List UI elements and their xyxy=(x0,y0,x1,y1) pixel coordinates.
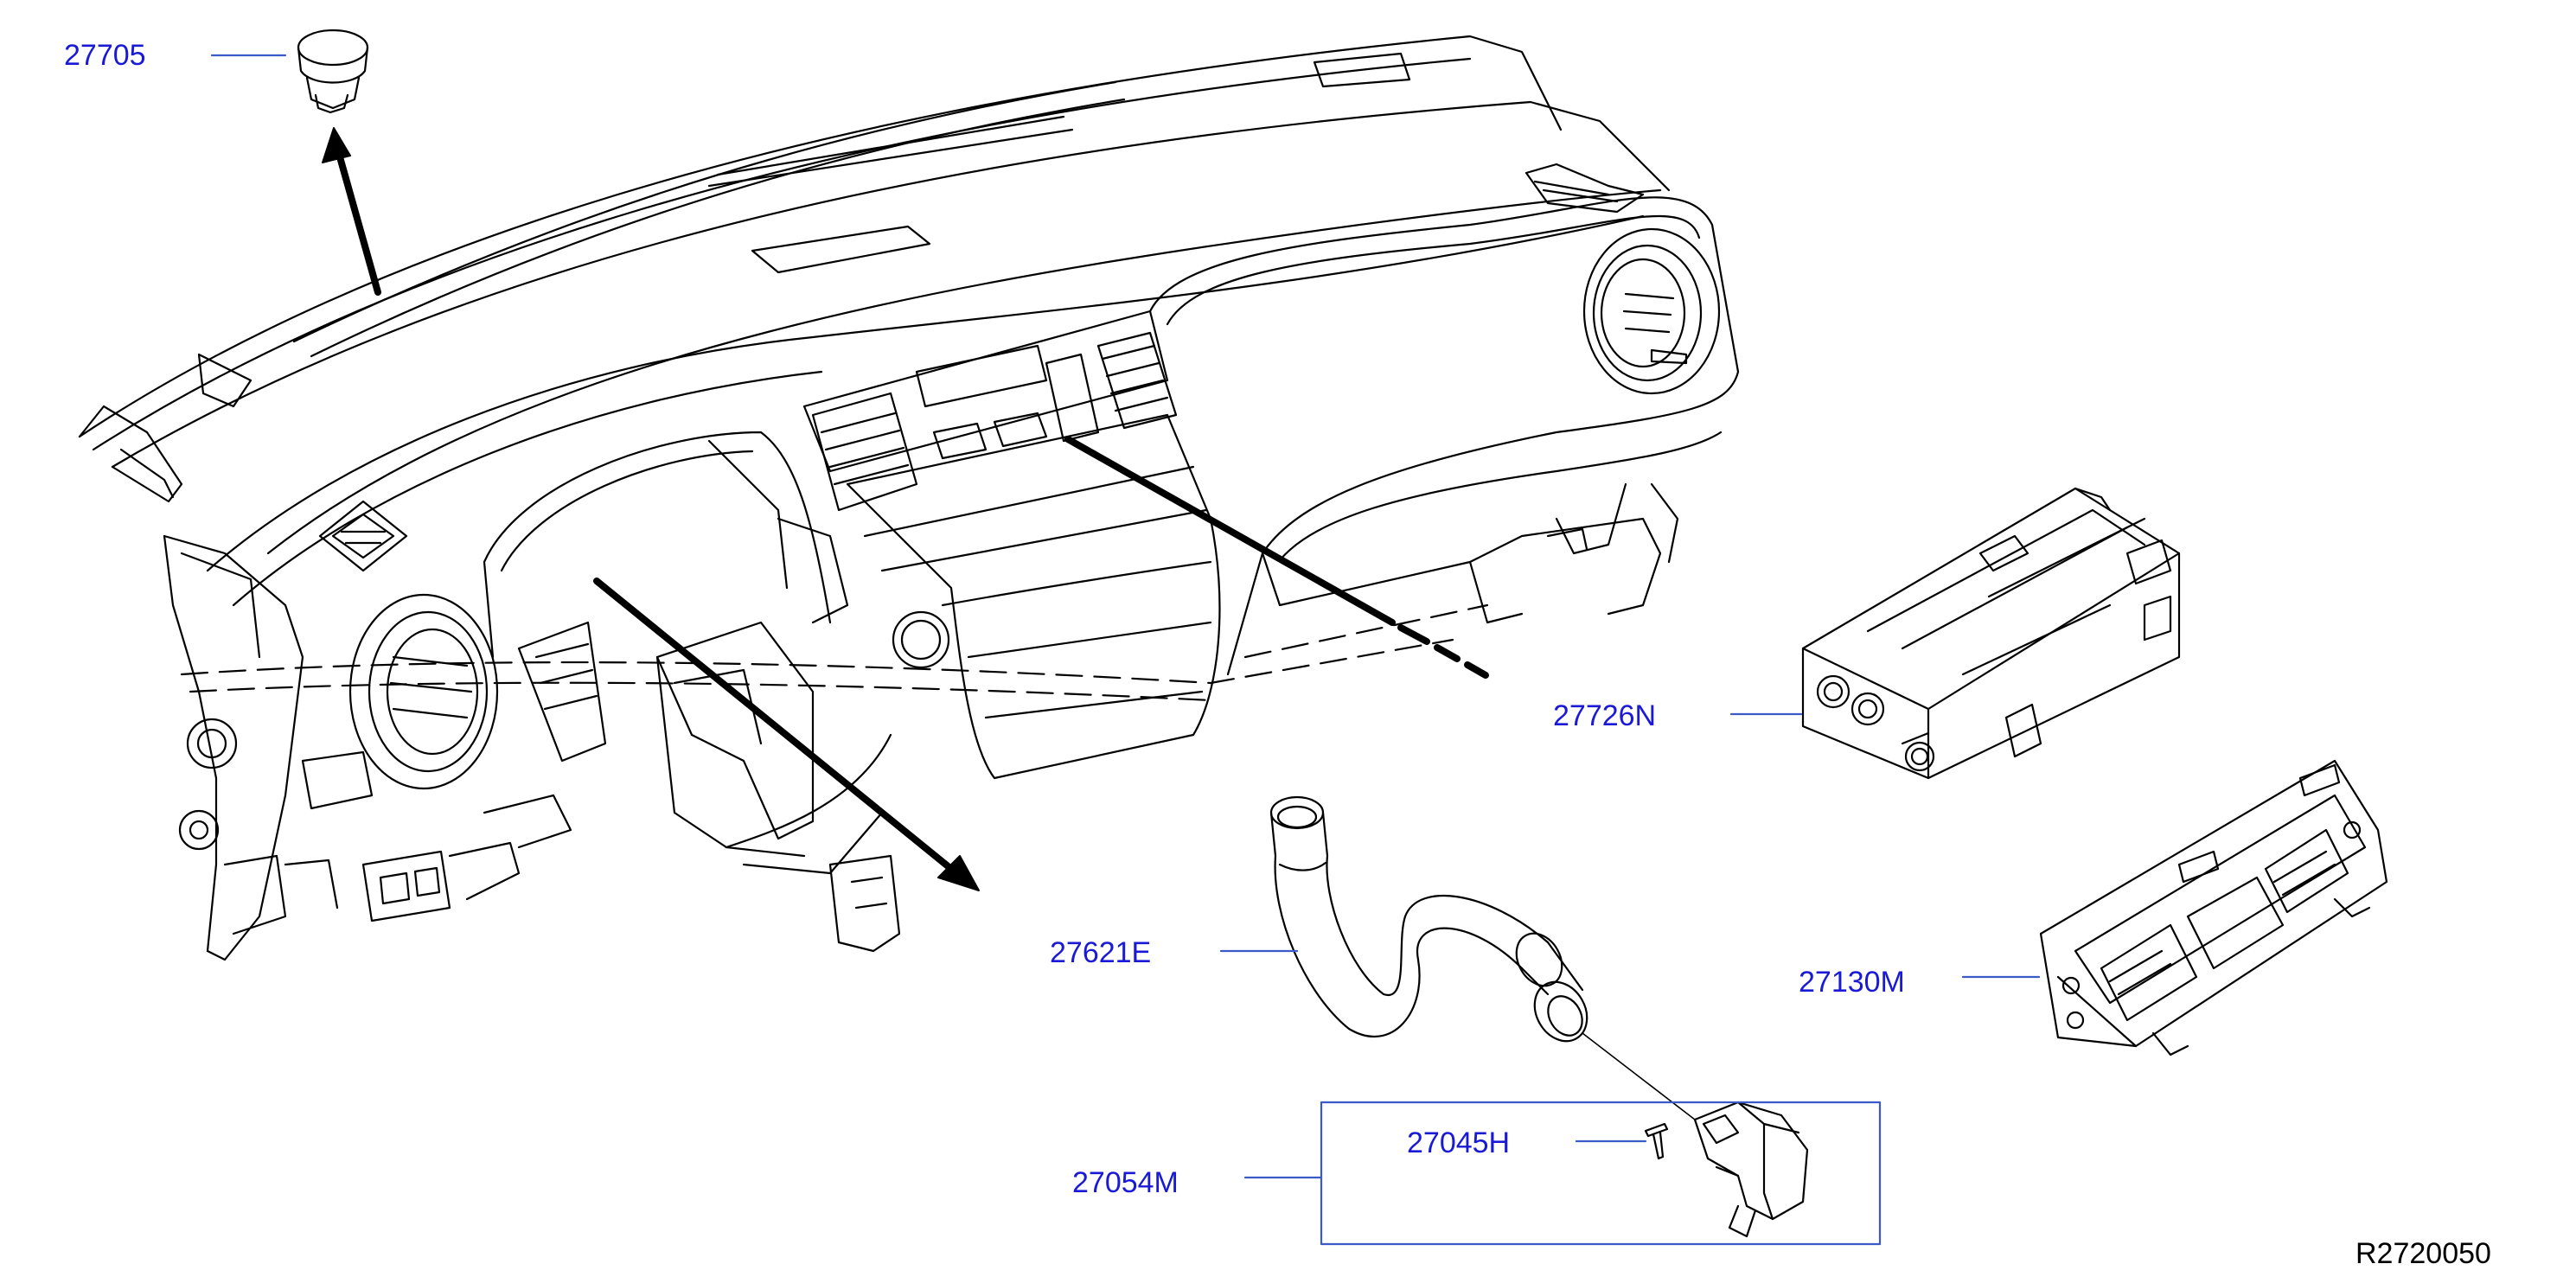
leader-lines xyxy=(210,54,2041,1179)
diagram-code: R2720050 xyxy=(2355,1237,2491,1270)
sensor-assembly-box xyxy=(1320,1101,1882,1246)
ac-control-panel-drawing xyxy=(2039,759,2388,1056)
part-label-27621E[interactable]: 27621E xyxy=(1050,936,1152,969)
screw-drawing xyxy=(1644,1122,1669,1160)
instrument-panel-drawing xyxy=(78,35,1740,961)
sensor-drawing xyxy=(1693,1101,1809,1238)
part-label-27045H[interactable]: 27045H xyxy=(1407,1127,1511,1159)
part-label-27705[interactable]: 27705 xyxy=(64,39,146,72)
heater-control-unit-drawing xyxy=(1801,487,2181,780)
part-label-27130M[interactable]: 27130M xyxy=(1799,966,1905,999)
part-label-27726N[interactable]: 27726N xyxy=(1553,699,1657,732)
arrow-aspirator-duct xyxy=(593,578,980,891)
arrow-heater-control xyxy=(1064,436,1489,679)
arrow-clip-to-panel xyxy=(322,127,381,296)
aspirator-duct-drawing xyxy=(1269,795,1696,1120)
part-label-27054M[interactable]: 27054M xyxy=(1072,1166,1179,1199)
clip-part-drawing xyxy=(297,29,369,114)
